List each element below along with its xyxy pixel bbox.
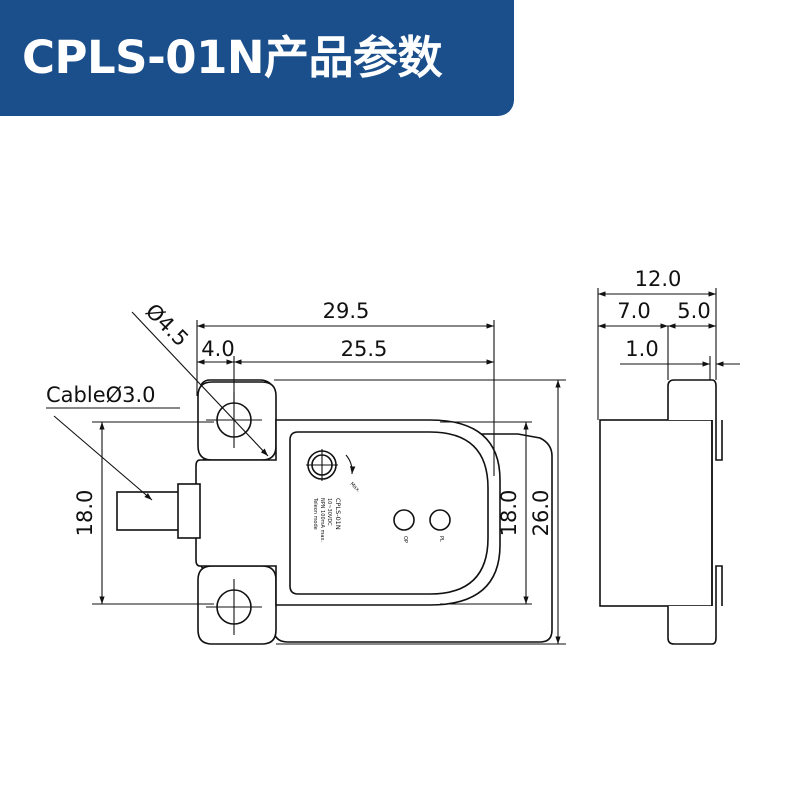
dim-left-height: 18.0 bbox=[73, 490, 97, 537]
dim-hole-offset: 4.0 bbox=[201, 337, 234, 361]
main-body bbox=[195, 419, 501, 606]
label-hint: Teleon mode bbox=[312, 497, 318, 530]
side-body bbox=[599, 419, 713, 607]
led-pl-label: PL bbox=[438, 536, 444, 542]
dim-inner-height: 18.0 bbox=[497, 490, 521, 537]
lower-ear bbox=[197, 565, 277, 645]
label-voltage: 10~30VDC bbox=[326, 498, 332, 526]
side-dim-overall-width: 12.0 bbox=[635, 267, 682, 291]
side-view bbox=[599, 379, 723, 645]
led-pl bbox=[429, 509, 451, 531]
title-banner: CPLS-01N产品参数 bbox=[0, 0, 514, 116]
led-op bbox=[393, 509, 415, 531]
led-op-label: OP bbox=[402, 536, 408, 543]
label-output: NPN 100mA max. bbox=[319, 498, 325, 542]
dim-hole-diameter: Ø4.5 bbox=[141, 299, 193, 351]
page-title: CPLS-01N产品参数 bbox=[22, 31, 443, 84]
side-lower-ear bbox=[667, 565, 723, 645]
label-panel bbox=[289, 431, 489, 595]
dim-cable: CableØ3.0 bbox=[46, 383, 156, 407]
side-dim-step: 1.0 bbox=[625, 337, 658, 361]
cable bbox=[116, 491, 180, 531]
dim-overall-width: 29.5 bbox=[323, 299, 370, 323]
side-dim-right-width: 5.0 bbox=[677, 299, 710, 323]
cable-gland bbox=[177, 483, 201, 539]
dim-overall-height: 26.0 bbox=[529, 490, 553, 537]
label-model: CPLS-01N bbox=[334, 498, 342, 530]
dim-hole-to-edge: 25.5 bbox=[341, 337, 388, 361]
side-upper-ear bbox=[667, 379, 723, 461]
side-dim-left-width: 7.0 bbox=[617, 299, 650, 323]
